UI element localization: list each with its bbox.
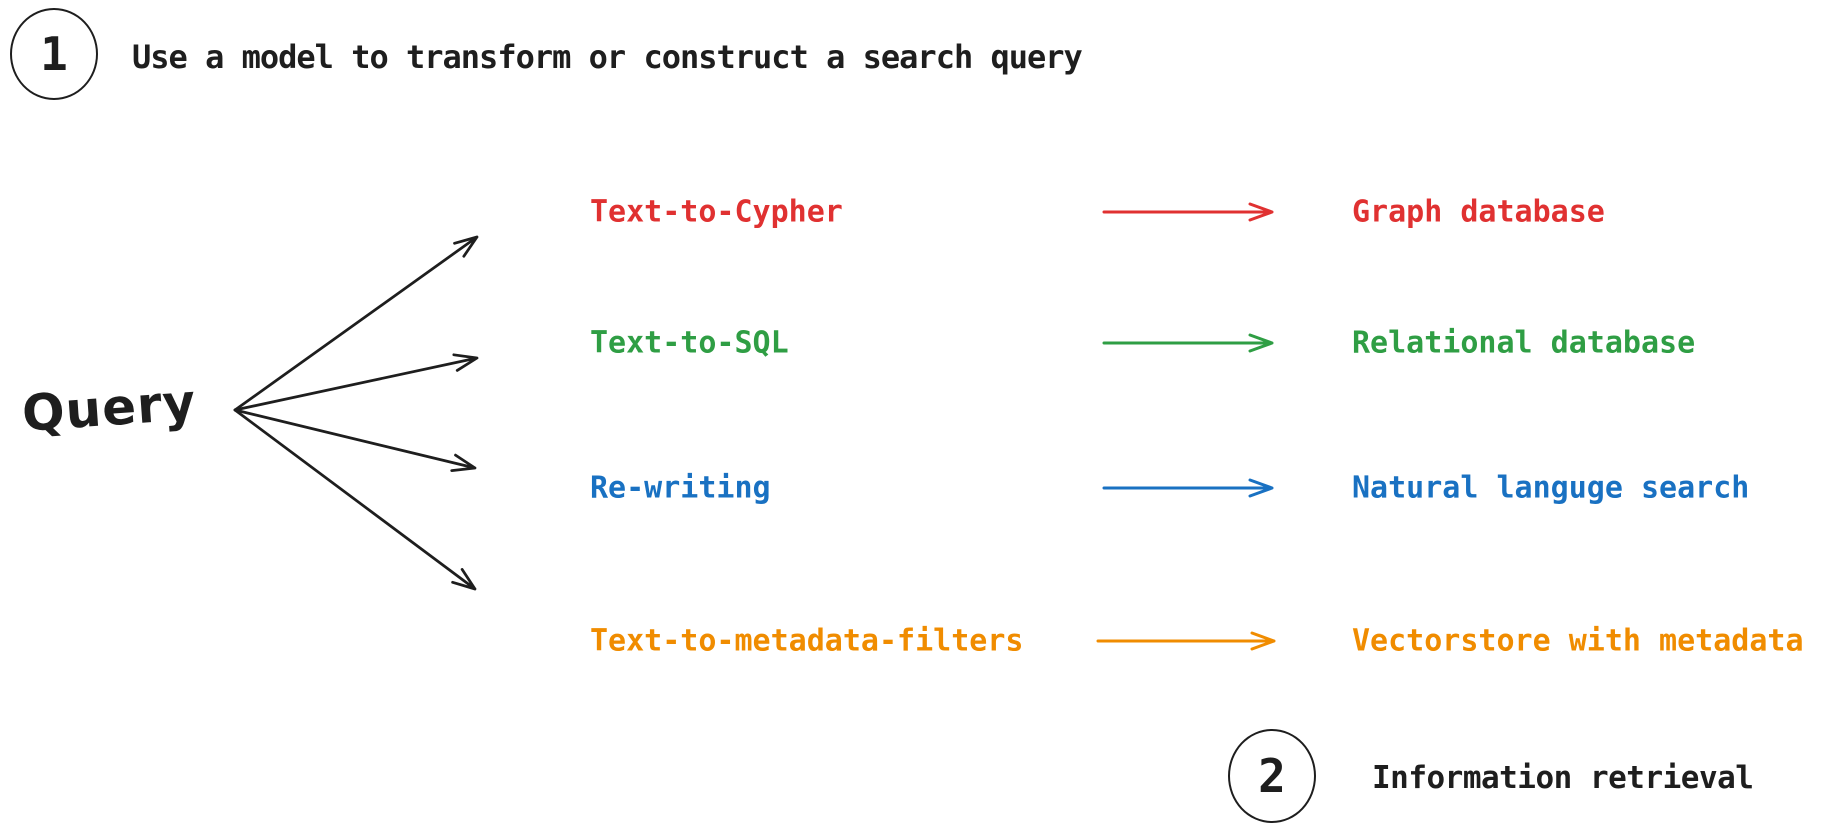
fan-arrow-to-re-writing (233, 408, 477, 472)
route-arrow-vectorstore-with-metadata (1096, 631, 1276, 651)
fan-arrow-to-text-to-cypher (233, 235, 479, 412)
query-node: Query (20, 372, 199, 444)
destination-relational-database: Relational database (1352, 325, 1696, 361)
destination-natural-language-search: Natural languge search (1352, 470, 1750, 506)
destination-vectorstore-with-metadata: Vectorstore with metadata (1352, 623, 1804, 659)
route-arrow-graph-database (1102, 202, 1274, 222)
method-text-to-cypher: Text-to-Cypher (590, 194, 843, 230)
step-1-heading: Use a model to transform or construct a … (132, 38, 1083, 76)
method-text-to-sql: Text-to-SQL (590, 325, 789, 361)
step-2-heading: Information retrieval (1372, 760, 1754, 796)
step-2-badge: 2 (1228, 729, 1316, 823)
step-2-number: 2 (1258, 749, 1286, 803)
step-1-number: 1 (40, 27, 68, 81)
route-arrow-natural-language-search (1102, 478, 1274, 498)
step-1-badge: 1 (10, 8, 98, 100)
method-re-writing: Re-writing (590, 470, 771, 506)
route-arrow-relational-database (1102, 333, 1274, 353)
fan-arrow-to-text-to-metadata-filters (233, 408, 477, 591)
method-text-to-metadata-filters: Text-to-metadata-filters (590, 623, 1024, 659)
fan-arrow-to-text-to-sql (233, 353, 479, 412)
destination-graph-database: Graph database (1352, 194, 1605, 230)
